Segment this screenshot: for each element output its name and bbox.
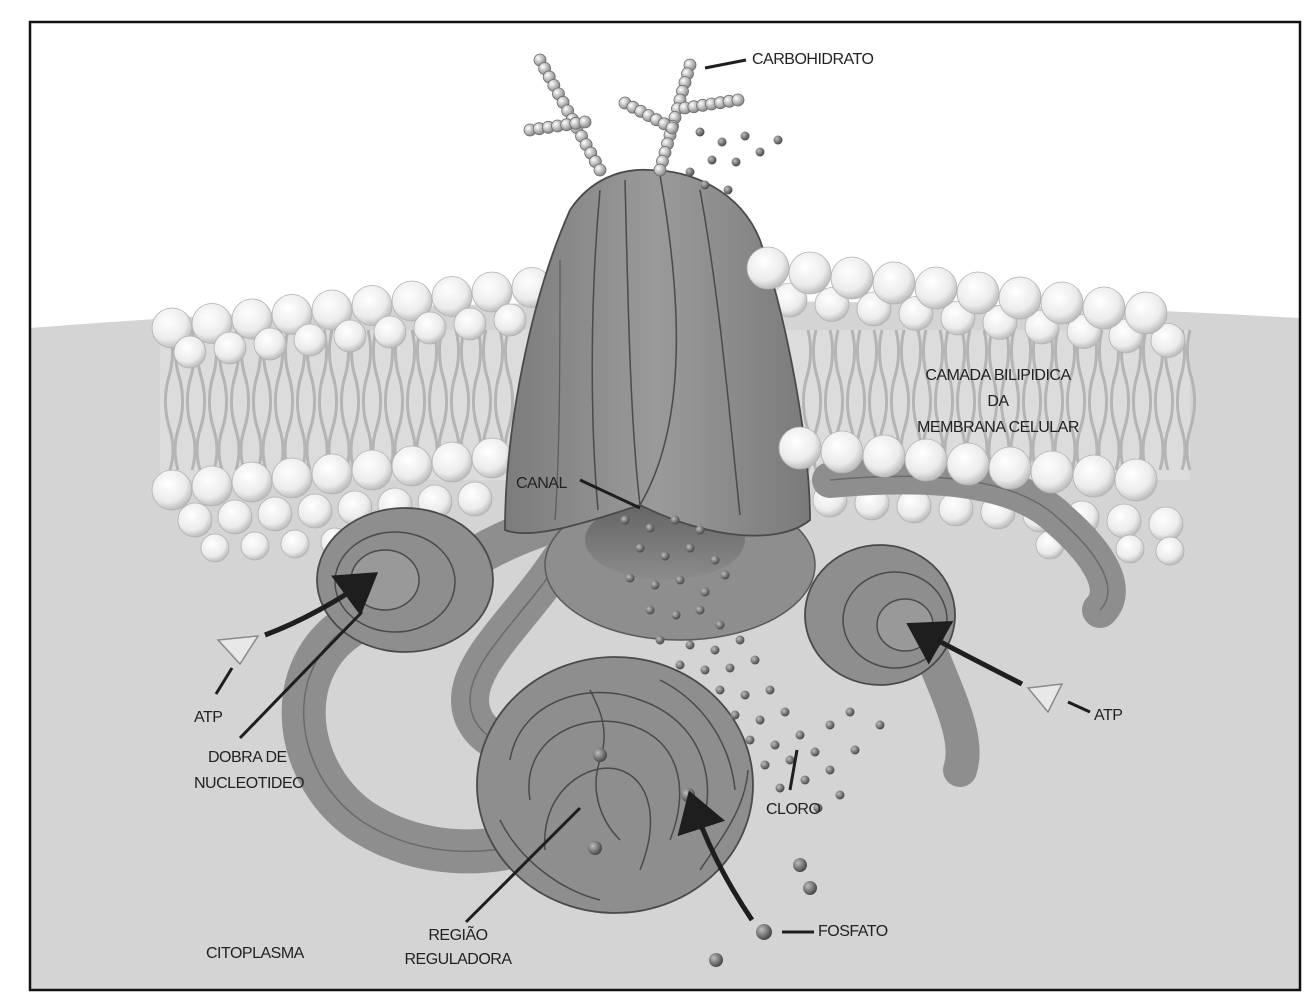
nucleotide-fold-label: DOBRA DE NUCLEOTIDEO <box>194 748 304 794</box>
chloride-label: CLORO <box>766 800 820 820</box>
lipid-bilayer-label-line3: MEMBRANA CELULAR <box>884 418 1112 438</box>
lipid-bilayer-label-line1: CAMADA BILIPIDICA <box>884 366 1112 386</box>
atp-right-label: ATP <box>1094 706 1122 726</box>
phosphate-label: FOSFATO <box>818 922 888 942</box>
atp-left-label: ATP <box>194 708 222 728</box>
regulatory-region-label-line2: REGULADORA <box>388 950 528 970</box>
regulatory-domain <box>477 657 753 913</box>
nucleotide-fold-label-line2: NUCLEOTIDEO <box>194 774 304 794</box>
cytoplasm-label: CITOPLASMA <box>206 944 304 964</box>
regulatory-region-label-line1: REGIÃO <box>388 926 528 946</box>
carbohydrate-label: CARBOHIDRATO <box>752 50 873 70</box>
channel-label: CANAL <box>516 474 567 494</box>
lipid-bilayer-label-line2: DA <box>884 392 1112 412</box>
lipid-bilayer-label: CAMADA BILIPIDICA DA MEMBRANA CELULAR <box>884 366 1112 438</box>
nucleotide-fold-label-line1: DOBRA DE <box>194 748 304 768</box>
regulatory-region-label: REGIÃO REGULADORA <box>388 926 528 970</box>
right-nucleotide-binding-fold <box>805 545 955 685</box>
